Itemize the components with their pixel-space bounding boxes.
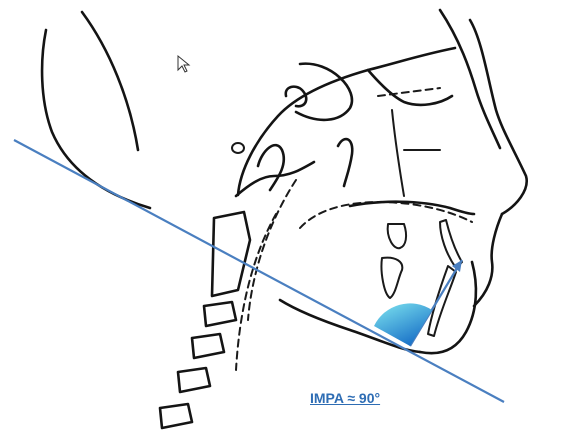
ear-rod-circle — [232, 143, 244, 153]
vertebra-c6 — [160, 404, 192, 428]
mouse-pointer-icon — [178, 56, 189, 72]
symphysis — [420, 262, 476, 353]
lip-profile — [474, 214, 502, 306]
occipital-line — [82, 12, 138, 150]
vertebra-c2 — [212, 212, 250, 296]
coronoid — [338, 139, 352, 186]
impa-annotation: IMPA ≈ 90° — [310, 390, 380, 406]
upper-molar — [388, 224, 406, 248]
nasal-profile — [470, 20, 527, 214]
maxilla-occlusal — [350, 202, 474, 214]
ramus-posterior — [236, 162, 314, 196]
skull-outline — [42, 30, 150, 208]
condyle — [258, 145, 284, 190]
vertebra-c5 — [178, 368, 210, 392]
upper-incisor — [440, 220, 462, 268]
lower-molar — [381, 258, 402, 298]
vertebra-c4 — [192, 334, 224, 358]
vertebra-c3 — [204, 302, 236, 326]
pharynx-dashed — [236, 214, 276, 370]
frontal-bone — [440, 10, 500, 148]
pterygomaxillary-fissure — [392, 110, 440, 196]
ramus-anterior-dashed — [248, 180, 296, 320]
